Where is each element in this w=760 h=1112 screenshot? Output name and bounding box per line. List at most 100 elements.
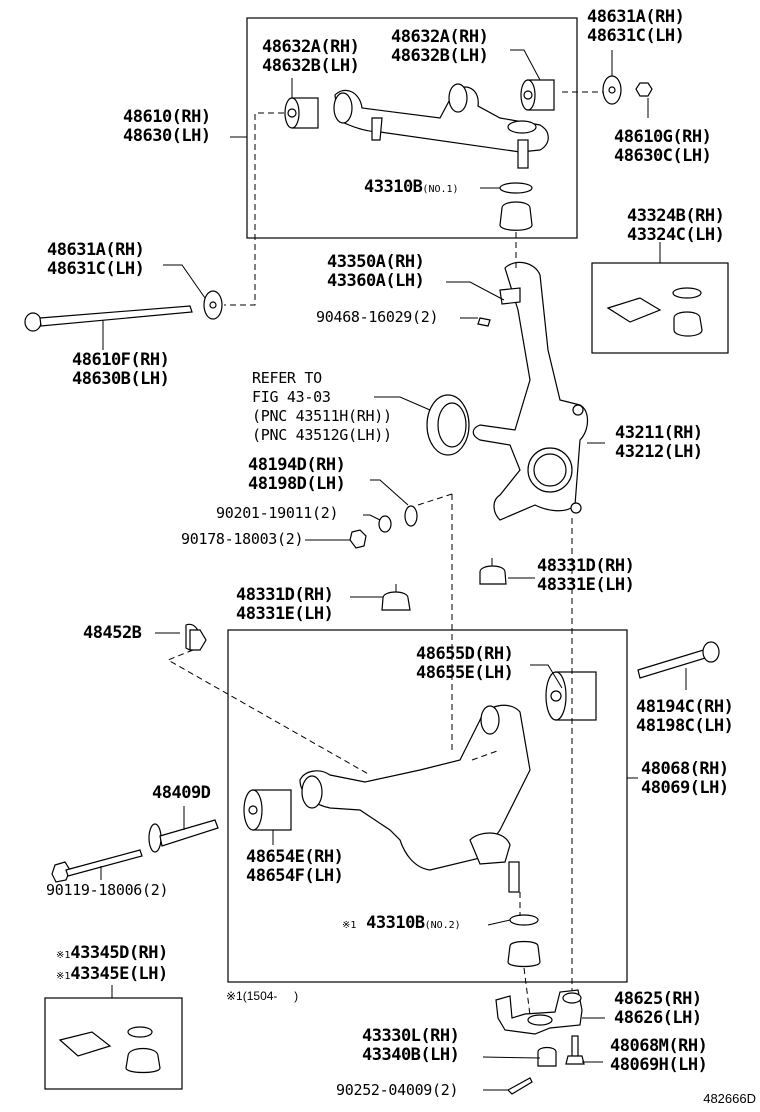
- upper-arm-drawing: [333, 83, 549, 169]
- part-number-lh: 48632B(LH): [391, 46, 489, 66]
- callout-cam-plate: 48194D(RH)48198D(LH): [248, 455, 346, 494]
- part-number-lh: 48631C(LH): [587, 26, 685, 46]
- part-number-lh: 43360A(LH): [327, 271, 425, 291]
- part-number-lh: 48630B(LH): [72, 369, 170, 389]
- part-number-rh: 48655D(RH): [416, 644, 514, 664]
- bump-stopper-left-drawing: [381, 584, 411, 611]
- callout-washer-small: 90201-19011(2): [216, 504, 339, 522]
- part-number-rh: 48194D(RH): [248, 455, 346, 475]
- part-number-rh: 48331D(RH): [537, 556, 635, 576]
- part-number-lh: 48069(LH): [641, 778, 729, 798]
- nut-upper: [635, 82, 653, 97]
- part-number-lh: 48654F(LH): [246, 866, 344, 886]
- callout-boot-ring-no2: ※1 43310B(NO.2): [342, 914, 461, 935]
- callout-bump-stopper-left: 48331D(RH)48331E(LH): [236, 585, 334, 624]
- callout-upper-washer-top: 48631A(RH)48631C(LH): [587, 7, 685, 46]
- upper-bushing-right: [520, 79, 555, 111]
- cam-plate-drawing: [404, 505, 418, 527]
- part-number-rh: 48610F(RH): [72, 350, 170, 370]
- washer-small-drawing: [378, 515, 392, 533]
- upper-boot-kit-contents: [606, 287, 703, 337]
- part-number-rh: 48654E(RH): [246, 847, 344, 867]
- callout-upper-bushing-left: 48632A(RH)48632B(LH): [262, 37, 360, 76]
- upper-boot: [499, 201, 533, 231]
- footnote-date-range: ※1(1504- ): [226, 989, 299, 1003]
- nut-small-drawing: [349, 529, 367, 549]
- callout-lower-bushing-front: 48654E(RH)48654F(LH): [246, 847, 344, 886]
- lower-boot-kit-contents: [58, 1026, 161, 1074]
- lower-bushing-rear-drawing: [545, 671, 597, 721]
- callout-cotter-pin-lower: 90252-04009(2): [336, 1081, 459, 1099]
- upper-bushing-left: [284, 97, 319, 129]
- part-suffix: (NO.1): [422, 184, 459, 195]
- callout-upper-arm-bolt: 48610F(RH)48630B(LH): [72, 350, 170, 389]
- part-number-rh: 43211(RH): [615, 423, 703, 443]
- part-number: 43310B: [364, 177, 423, 197]
- washer-hole: [608, 86, 616, 94]
- callout-knuckle-nut: 43350A(RH)43360A(LH): [327, 253, 425, 291]
- assembly-lines: [166, 91, 603, 1016]
- footnote-mark: ※1: [342, 920, 357, 931]
- part-number-lh: 43340B(LH): [362, 1045, 460, 1065]
- callout-upper-bushing-right: 48632A(RH)48632B(LH): [391, 27, 489, 66]
- upper-arm-bolt-drawing: [24, 290, 223, 332]
- part-number-lh: 48331E(LH): [537, 575, 635, 595]
- footnote-mark: ※1: [56, 950, 71, 961]
- callout-lower-bushing-rear: 48655D(RH)48655E(LH): [416, 644, 514, 683]
- part-number-lh: 48655E(LH): [416, 663, 514, 683]
- diagram-number: 482666D: [703, 1091, 756, 1106]
- callout-bolt-lower: 90119-18006(2): [46, 881, 169, 899]
- leader-lines: [100, 49, 687, 1091]
- part-number-rh: 43324B(RH): [627, 206, 725, 226]
- lower-boot-kit-box: [44, 997, 183, 1090]
- callout-upper-nut: 48610G(RH)48630C(LH): [614, 128, 712, 166]
- cam-bolt-drawing: [637, 641, 720, 679]
- part-number-rh: 43345D(RH): [70, 943, 168, 963]
- part-number-lh: 48626(LH): [614, 1008, 702, 1028]
- callout-upper-arm-assy: 48610(RH)48630(LH): [123, 108, 211, 146]
- lower-ball-joint-drawing: [495, 989, 583, 1035]
- part-number-rh: 48632A(RH): [391, 27, 489, 47]
- part-number-rh: 48331D(RH): [236, 585, 334, 605]
- part-number-rh: 48631A(RH): [47, 240, 145, 260]
- lower-arm-group-box: [227, 629, 628, 983]
- callout-bump-stopper-right: 48331D(RH)48331E(LH): [537, 556, 635, 595]
- ball-joint-bolt-drawing: [565, 1035, 585, 1065]
- callout-nut-48452b: 48452B: [83, 623, 142, 643]
- part-number-rh: 48194C(RH): [636, 697, 734, 717]
- bump-stopper-right-drawing: [479, 558, 507, 585]
- refer-line: (PNC 43511H(RH)): [252, 407, 392, 425]
- part-number-rh: 43330L(RH): [362, 1026, 460, 1046]
- part-number: 43310B: [366, 913, 425, 933]
- lower-arm-drawing: [299, 704, 531, 893]
- part-number-rh: 48631A(RH): [587, 7, 685, 27]
- boot-ring-no2: [509, 914, 539, 926]
- nut-48452b-drawing: [185, 623, 207, 651]
- callout-lower-arm-assy: 48068(RH)48069(LH): [641, 760, 729, 798]
- part-number-rh: 48068M(RH): [610, 1036, 708, 1056]
- part-number-lh: 43212(LH): [615, 442, 703, 462]
- part-number-lh: 48631C(LH): [47, 259, 145, 279]
- lower-boot: [507, 940, 541, 968]
- callout-cam-48409d: 48409D: [152, 783, 211, 803]
- hub-bearing-drawing: [426, 394, 470, 456]
- callout-lower-ball-joint: 48625(RH)48626(LH): [614, 990, 702, 1028]
- footnote-mark: ※1: [56, 971, 71, 982]
- steering-knuckle-drawing: [472, 261, 589, 521]
- lower-bolt-drawing: [51, 849, 143, 883]
- part-number-rh: 48625(RH): [614, 989, 702, 1009]
- cotter-pin-upper: [477, 317, 491, 327]
- cam-48409d-drawing: [148, 819, 219, 853]
- part-number-lh: 48069H(LH): [610, 1055, 708, 1075]
- part-number-lh: 43324C(LH): [627, 225, 725, 245]
- refer-line: FIG 43-03: [252, 388, 331, 406]
- refer-line: (PNC 43512G(LH)): [252, 426, 392, 444]
- part-number-lh: 48198C(LH): [636, 716, 734, 736]
- callout-cam-bolt: 48194C(RH)48198C(LH): [636, 697, 734, 736]
- callout-cotter-pin-upper: 90468-16029(2): [316, 308, 439, 326]
- callout-lower-boot-kit: ※143345D(RH)※143345E(LH): [56, 944, 168, 986]
- part-number-lh: 48198D(LH): [248, 474, 346, 494]
- part-number-rh: 48632A(RH): [262, 37, 360, 57]
